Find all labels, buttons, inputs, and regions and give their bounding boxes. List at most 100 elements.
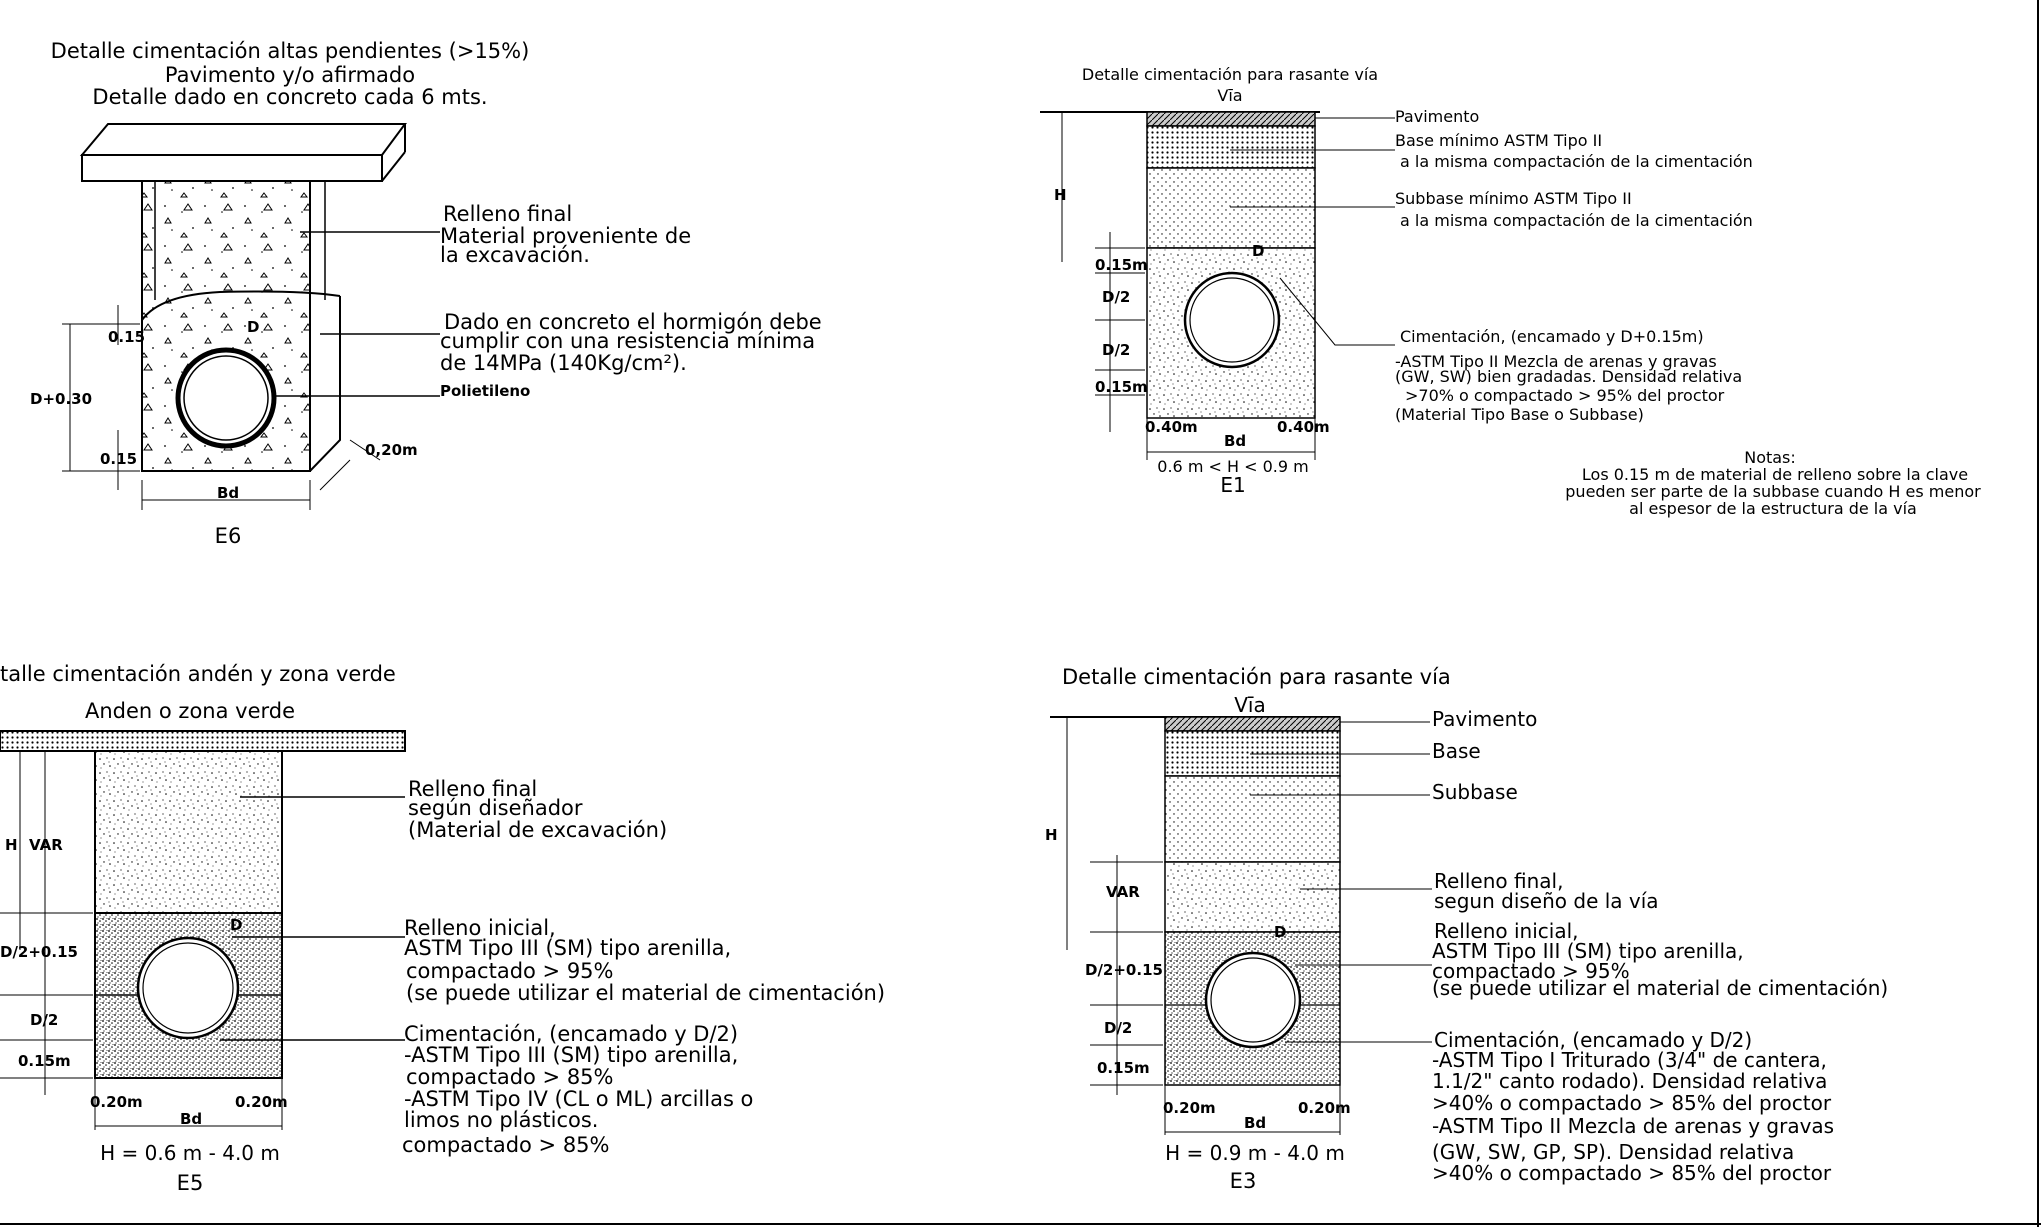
e6-relleno-line1: Relleno final xyxy=(443,202,572,226)
e6-dado-line2: cumplir con una resistencia mínima xyxy=(440,329,815,353)
e3-code: E3 xyxy=(1230,1169,1257,1193)
e3-ri-line3: compactado > 95% xyxy=(1432,959,1630,983)
e5-dim-d: D xyxy=(230,916,242,934)
e6-dim-020: 0,20m xyxy=(365,441,418,459)
notes-line3: al espesor de la estructura de la vía xyxy=(1629,499,1917,518)
e3-title: Detalle cimentación para rasante vía xyxy=(1062,665,1451,689)
e3-pavement-layer xyxy=(1164,716,1341,732)
e5-cim-line6: compactado > 85% xyxy=(402,1133,610,1157)
e3-ri-line2: ASTM Tipo III (SM) tipo arenilla, xyxy=(1432,939,1744,963)
e6-dim-d: D xyxy=(247,318,259,336)
e3-cim-line3: 1.1/2" canto rodado). Densidad relativa xyxy=(1432,1069,1827,1093)
e1-dim-040-right: 0.40m xyxy=(1277,418,1330,436)
e3-rf-line1: Relleno final, xyxy=(1434,869,1563,893)
detail-e3: Detalle cimentación para rasante vía Vīa… xyxy=(1045,665,1888,1193)
e5-dim-d215: D/2+0.15 xyxy=(0,943,78,961)
e1-layer-base-2: a la misma compactación de la cimentació… xyxy=(1400,152,1753,171)
e5-cim-line5: limos no plásticos. xyxy=(404,1108,598,1132)
e5-cim-line1: Cimentación, (encamado y D/2) xyxy=(404,1022,738,1046)
e5-dim-var: VAR xyxy=(29,836,63,854)
e1-dim-040-left: 0.40m xyxy=(1145,418,1198,436)
e5-rf-line1: Relleno final xyxy=(408,777,537,801)
e1-range: 0.6 m < H < 0.9 m xyxy=(1157,457,1308,476)
e5-ri-line2: ASTM Tipo III (SM) tipo arenilla, xyxy=(404,936,731,960)
e1-cim-line5: (Material Tipo Base o Subbase) xyxy=(1395,405,1644,424)
e5-code: E5 xyxy=(177,1171,204,1195)
e3-cim-line2: -ASTM Tipo I Triturado (3/4" de cantera, xyxy=(1432,1048,1827,1072)
e1-base-layer xyxy=(1146,125,1316,169)
e1-dim-d2b: D/2 xyxy=(1102,341,1130,359)
e3-cim-line1: Cimentación, (encamado y D/2) xyxy=(1434,1028,1752,1052)
e5-pavement-strip xyxy=(0,730,406,752)
e3-final-fill xyxy=(1164,861,1341,933)
e3-cim-line4: >40% o compactado > 85% del proctor xyxy=(1432,1091,1832,1115)
e1-cim-line4: >70% o compactado > 95% del proctor xyxy=(1405,386,1725,405)
e1-dim-d2a: D/2 xyxy=(1102,288,1130,306)
e3-dim-bd: Bd xyxy=(1244,1114,1266,1132)
e5-cim-line2: -ASTM Tipo III (SM) tipo arenilla, xyxy=(404,1043,738,1067)
e6-relleno-line2: Material proveniente de xyxy=(440,224,691,248)
e5-rf-line2: según diseñador xyxy=(408,796,583,820)
e1-dim-015b: 0.15m xyxy=(1095,378,1148,396)
e6-pavement-slab-top xyxy=(79,123,407,156)
e6-code: E6 xyxy=(215,524,242,548)
e1-layer-pavimento: Pavimento xyxy=(1395,107,1479,126)
e1-subbase-layer xyxy=(1146,167,1316,249)
e1-layer-base-1: Base mínimo ASTM Tipo II xyxy=(1395,131,1602,150)
e3-layer-pavimento: Pavimento xyxy=(1432,707,1537,731)
e6-dim-d030: D+0.30 xyxy=(30,390,92,408)
detail-e5: talle cimentación andén y zona verde And… xyxy=(0,662,885,1195)
e3-cim-line7: >40% o compactado > 85% del proctor xyxy=(1432,1161,1832,1185)
notes-line2: pueden ser parte de la subbase cuando H … xyxy=(1565,482,1981,501)
e3-ri-line1: Relleno inicial, xyxy=(1434,919,1579,943)
e3-dim-d2: D/2 xyxy=(1104,1019,1132,1037)
e5-title: talle cimentación andén y zona verde xyxy=(0,662,396,686)
e3-dim-020-right: 0.20m xyxy=(1298,1099,1351,1117)
e1-pavement-layer xyxy=(1146,111,1316,127)
e6-dim-bd: Bd xyxy=(217,484,239,502)
e1-cim-line1: Cimentación, (encamado y D+0.15m) xyxy=(1400,327,1704,346)
e5-dim-bd: Bd xyxy=(180,1110,202,1128)
e3-cim-line5: -ASTM Tipo II Mezcla de arenas y gravas xyxy=(1432,1114,1834,1138)
e3-range: H = 0.9 m - 4.0 m xyxy=(1165,1141,1345,1165)
e5-dim-h: H xyxy=(5,836,18,854)
e1-title: Detalle cimentación para rasante vía xyxy=(1082,65,1378,84)
detail-e6: Detalle cimentación altas pendientes (>1… xyxy=(30,39,822,548)
e3-dim-d: D xyxy=(1274,923,1286,941)
e6-title-line2: Pavimento y/o afirmado xyxy=(165,63,415,87)
e5-ri-line1: Relleno inicial, xyxy=(404,916,556,940)
e5-subtitle: Anden o zona verde xyxy=(85,699,295,723)
e1-cim-line2: -ASTM Tipo II Mezcla de arenas y gravas xyxy=(1395,352,1717,371)
e6-title-line3: Detalle dado en concreto cada 6 mts. xyxy=(92,85,487,109)
e3-dim-015: 0.15m xyxy=(1097,1059,1150,1077)
e5-rf-line3: (Material de excavación) xyxy=(408,818,667,842)
e6-pavement-slab xyxy=(81,154,383,182)
e1-layer-subbase-1: Subbase mínimo ASTM Tipo II xyxy=(1395,189,1632,208)
e3-via: Vīa xyxy=(1234,693,1266,717)
e3-dim-h: H xyxy=(1045,826,1058,844)
e6-dim-bot015: 0.15 xyxy=(100,450,137,468)
detail-e1: Detalle cimentación para rasante vía Vīa… xyxy=(1040,65,1981,518)
e3-ri-line4: (se puede utilizar el material de ciment… xyxy=(1432,976,1888,1000)
e6-dado-line3: de 14MPa (140Kg/cm²). xyxy=(440,351,687,375)
e6-relleno-line3: la excavación. xyxy=(440,243,590,267)
e3-dim-d215: D/2+0.15 xyxy=(1085,961,1163,979)
e1-dim-d: D xyxy=(1252,242,1264,260)
e3-cim-line6: (GW, SW, GP, SP). Densidad relativa xyxy=(1432,1140,1794,1164)
e5-range: H = 0.6 m - 4.0 m xyxy=(100,1141,280,1165)
e5-ri-line4: (se puede utilizar el material de ciment… xyxy=(406,981,885,1005)
e3-dim-020-left: 0.20m xyxy=(1163,1099,1216,1117)
e1-via: Vīa xyxy=(1217,86,1242,105)
e5-cim-line4: -ASTM Tipo IV (CL o ML) arcillas o xyxy=(404,1087,753,1111)
notes-line1: Los 0.15 m de material de relleno sobre … xyxy=(1582,465,1968,484)
e3-layer-subbase: Subbase xyxy=(1432,780,1518,804)
e6-dim-top015: 0.15 xyxy=(108,328,145,346)
e3-dim-var: VAR xyxy=(1106,883,1140,901)
e3-layer-base: Base xyxy=(1432,739,1481,763)
e1-code: E1 xyxy=(1220,473,1245,497)
notes-title: Notas: xyxy=(1744,448,1796,467)
e5-ri-line3: compactado > 95% xyxy=(406,959,614,983)
e5-dim-d2: D/2 xyxy=(30,1011,58,1029)
e5-dim-015: 0.15m xyxy=(18,1052,71,1070)
